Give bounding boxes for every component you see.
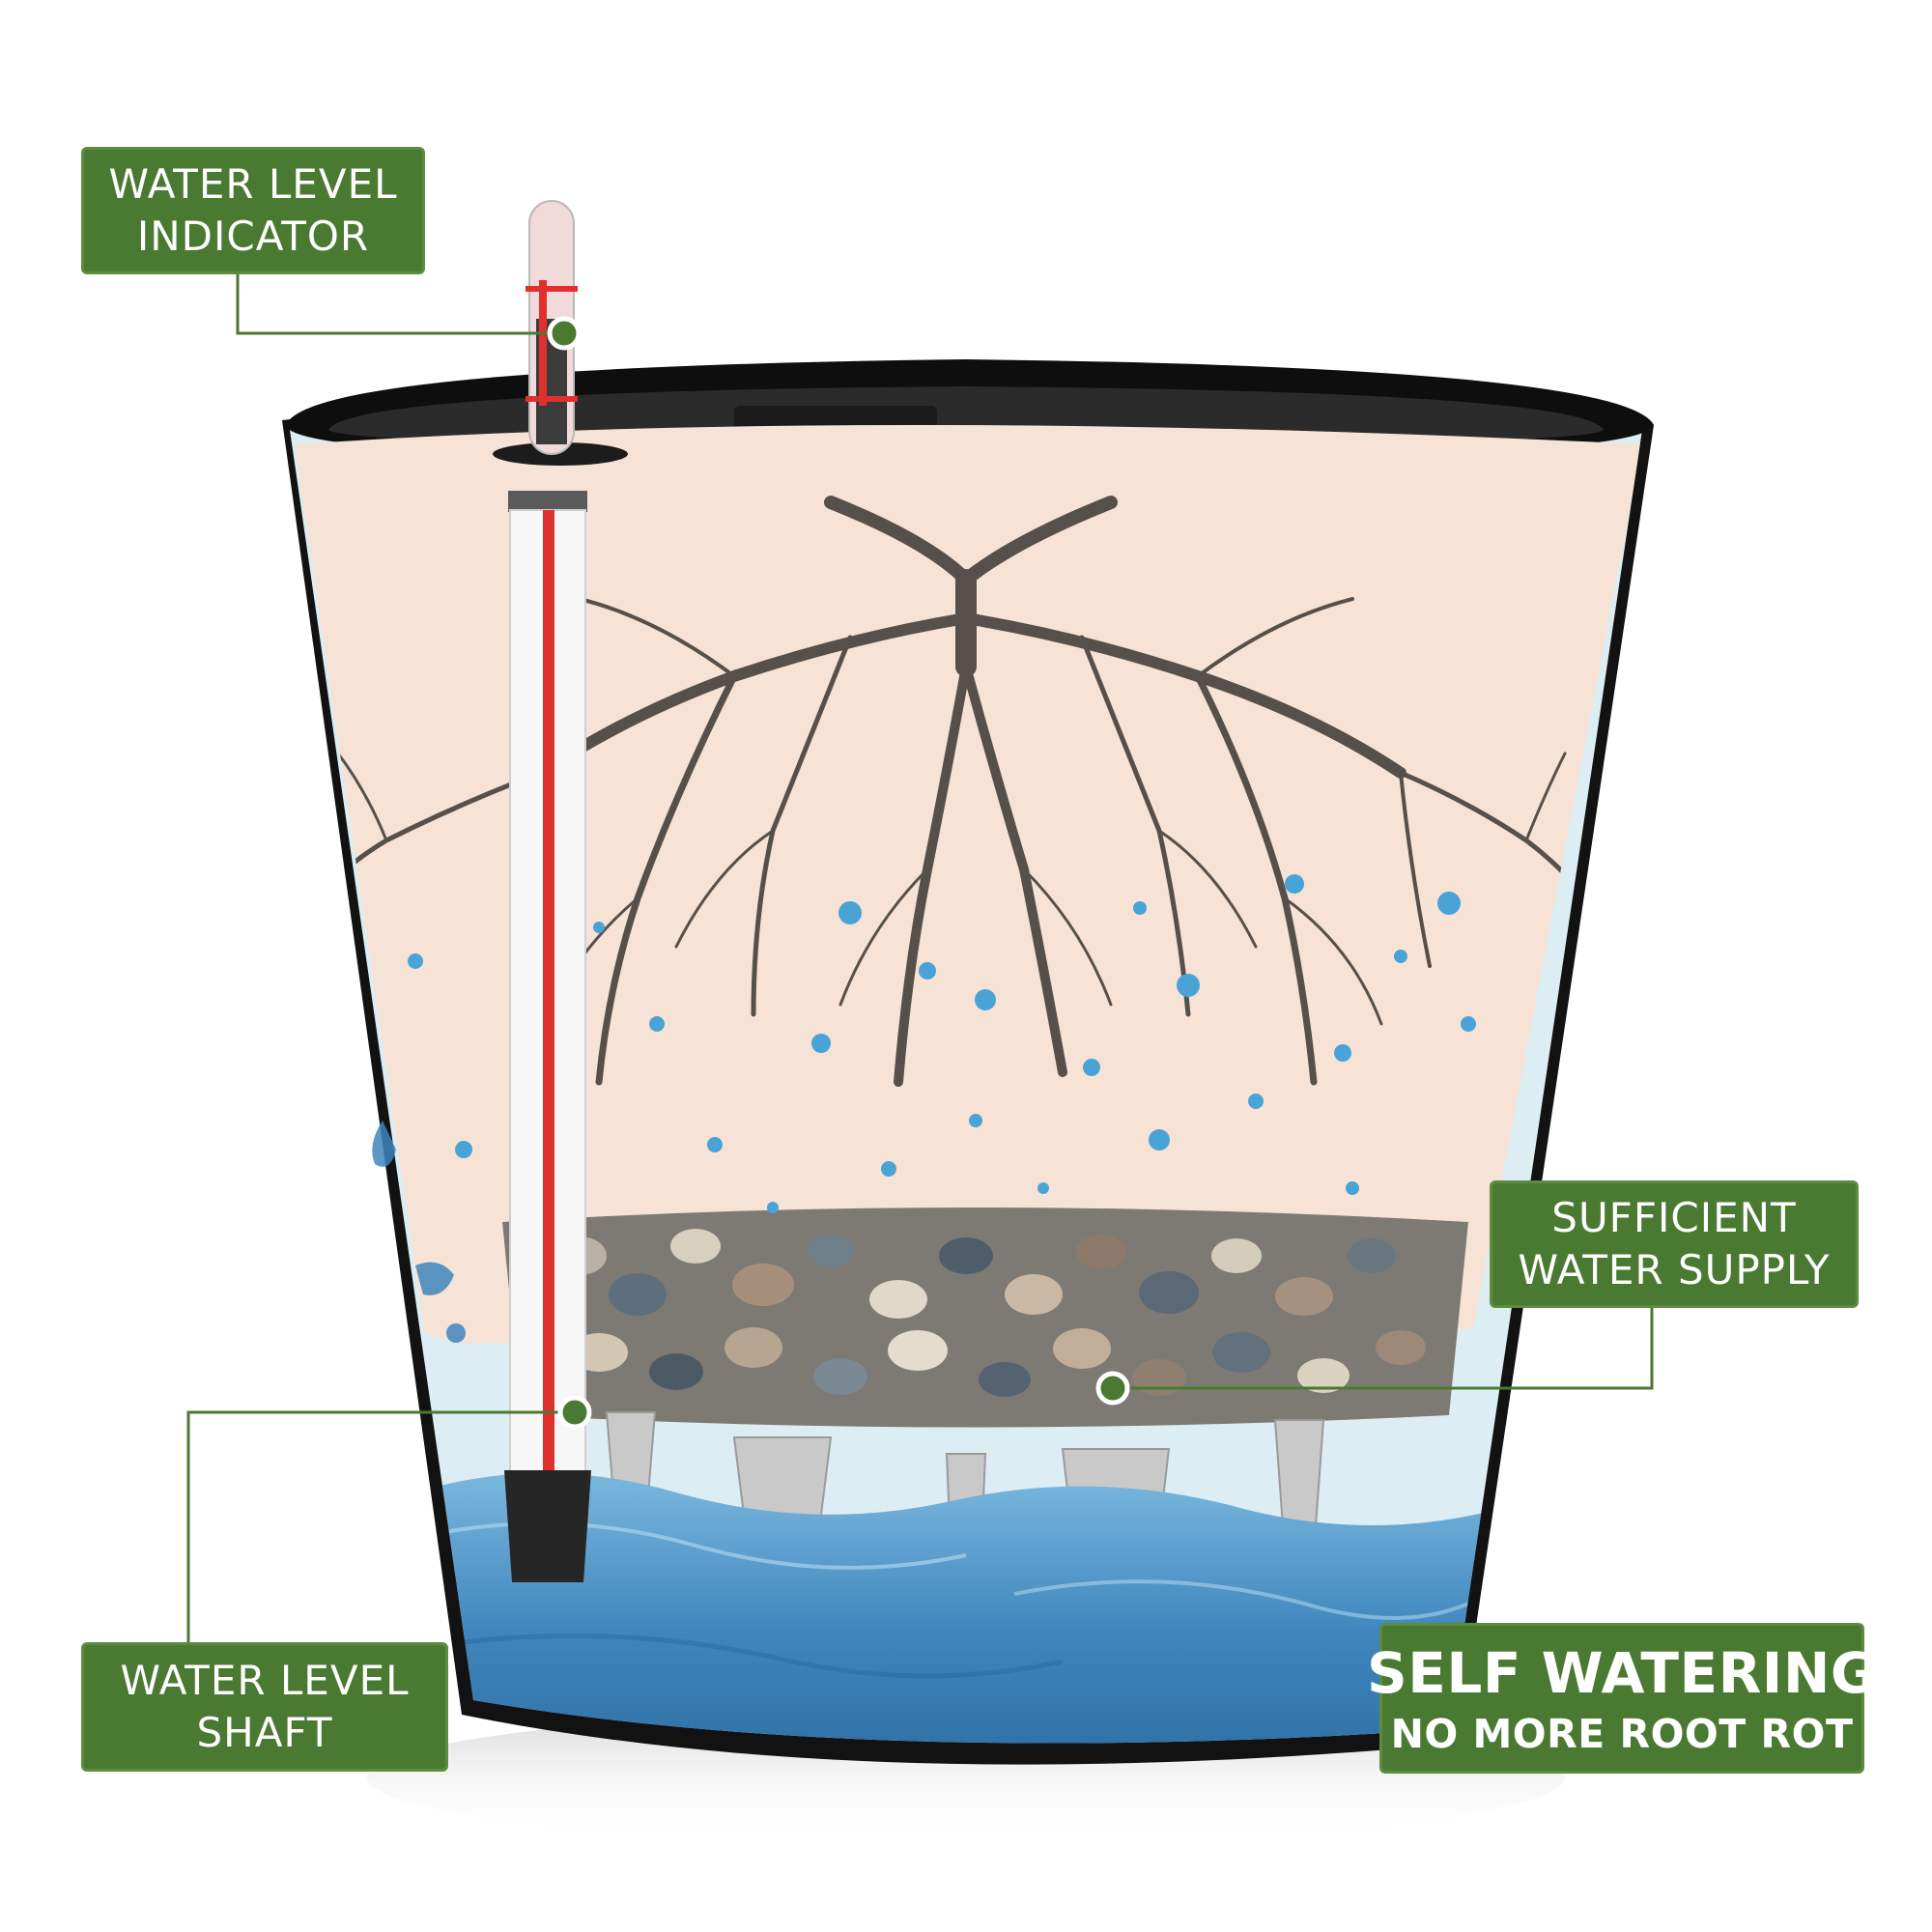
pebble-layer — [502, 1208, 1468, 1428]
headline-subtitle: NO MORE ROOT ROT — [1390, 1710, 1854, 1757]
water-level-shaft-label: WATER LEVEL SHAFT — [81, 1642, 448, 1772]
sufficient-water-supply-line1: SUFFICIENT — [1551, 1194, 1797, 1242]
self-watering-headline: SELF WATERING NO MORE ROOT ROT — [1367, 1623, 1877, 1774]
water-level-indicator-line2: INDICATOR — [136, 213, 370, 260]
headline-title: SELF WATERING — [1367, 1639, 1877, 1706]
sufficient-water-supply-label: SUFFICIENT WATER SUPPLY — [1490, 1180, 1859, 1308]
leader-lines — [186, 274, 1654, 1642]
sufficient-water-supply-line2: WATER SUPPLY — [1518, 1246, 1831, 1293]
water-level-shaft — [504, 491, 591, 1582]
water-level-indicator-label: WATER LEVEL INDICATOR — [81, 147, 425, 274]
water-reservoir — [415, 1473, 1507, 1744]
pointer-dot-icon — [547, 316, 1130, 1430]
water-splash — [372, 1121, 466, 1343]
water-level-shaft-line2: SHAFT — [196, 1709, 333, 1756]
water-level-shaft-line1: WATER LEVEL — [120, 1657, 410, 1705]
water-level-indicator-line1: WATER LEVEL — [108, 160, 398, 209]
